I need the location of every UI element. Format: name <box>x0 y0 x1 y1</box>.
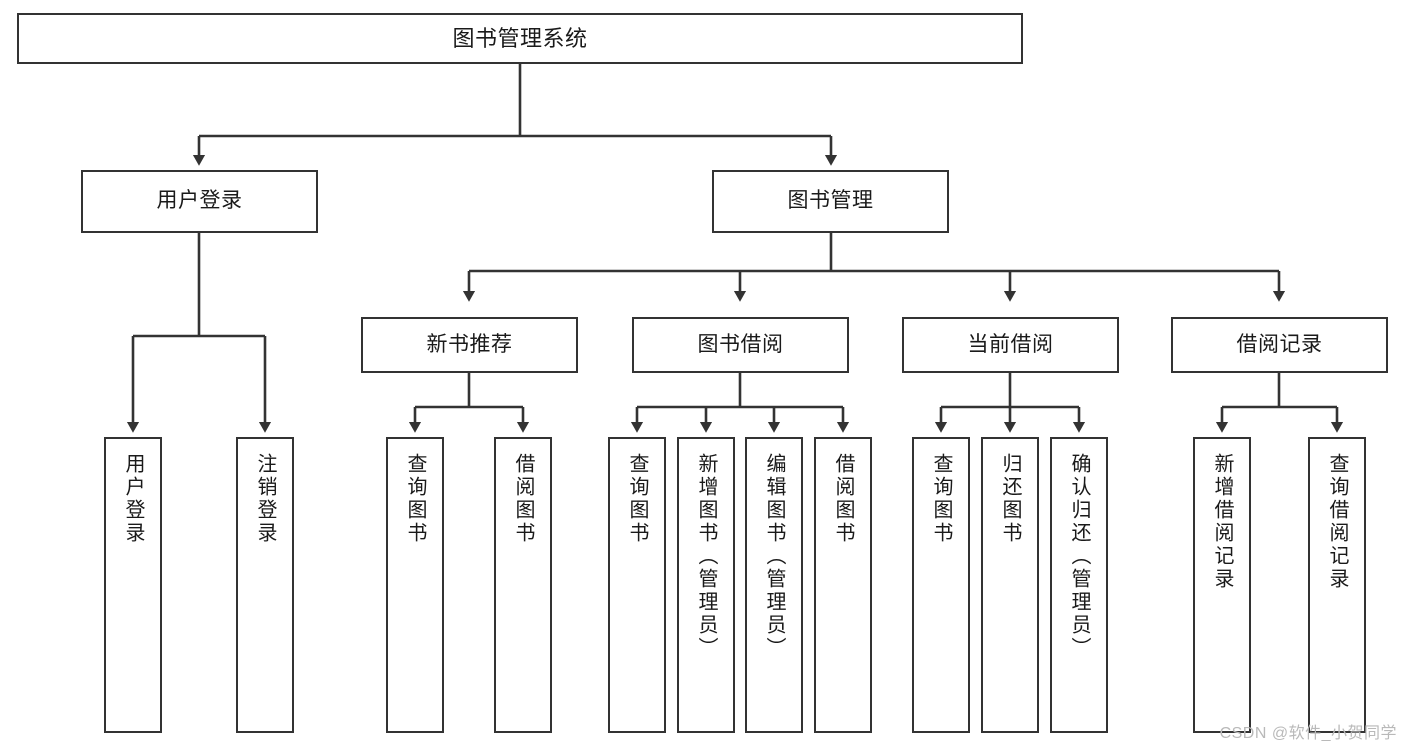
node-label: 归还图书 <box>999 453 1021 545</box>
leaf-user-login-logout[interactable]: 注销登录 <box>236 437 294 733</box>
node-label: 查询图书 <box>404 453 426 545</box>
node-label: 借阅记录 <box>1236 332 1323 356</box>
node-label: 借阅图书 <box>512 453 534 545</box>
node-borrow-record[interactable]: 借阅记录 <box>1171 317 1388 373</box>
node-label: 用户登录 <box>122 453 144 545</box>
node-current-borrow[interactable]: 当前借阅 <box>902 317 1119 373</box>
leaf-current-confirm-return-admin[interactable]: 确认归还（管理员） <box>1050 437 1108 733</box>
node-label: 确认归还（管理员） <box>1068 453 1090 660</box>
leaf-record-add-record[interactable]: 新增借阅记录 <box>1193 437 1251 733</box>
leaf-user-login-login[interactable]: 用户登录 <box>104 437 162 733</box>
node-root-system[interactable]: 图书管理系统 <box>17 13 1023 64</box>
node-label: 查询图书 <box>626 453 648 545</box>
leaf-recommend-borrow-book[interactable]: 借阅图书 <box>494 437 552 733</box>
node-label: 图书管理系统 <box>452 25 588 51</box>
node-label: 新增借阅记录 <box>1211 453 1233 591</box>
leaf-borrow-add-book-admin[interactable]: 新增图书（管理员） <box>677 437 735 733</box>
node-label: 查询借阅记录 <box>1326 453 1348 591</box>
leaf-borrow-edit-book-admin[interactable]: 编辑图书（管理员） <box>745 437 803 733</box>
leaf-current-return-book[interactable]: 归还图书 <box>981 437 1039 733</box>
node-label: 新书推荐 <box>426 332 513 356</box>
leaf-record-query-record[interactable]: 查询借阅记录 <box>1308 437 1366 733</box>
node-label: 编辑图书（管理员） <box>763 453 785 660</box>
node-label: 借阅图书 <box>832 453 854 545</box>
node-label: 注销登录 <box>254 453 276 545</box>
node-label: 用户登录 <box>156 189 243 213</box>
node-new-book-recommend[interactable]: 新书推荐 <box>361 317 578 373</box>
node-book-borrow[interactable]: 图书借阅 <box>632 317 849 373</box>
leaf-borrow-query-book[interactable]: 查询图书 <box>608 437 666 733</box>
leaf-recommend-query-book[interactable]: 查询图书 <box>386 437 444 733</box>
leaf-current-query-book[interactable]: 查询图书 <box>912 437 970 733</box>
node-label: 新增图书（管理员） <box>695 453 717 660</box>
leaf-borrow-borrow-book[interactable]: 借阅图书 <box>814 437 872 733</box>
node-label: 图书管理 <box>787 189 874 213</box>
node-user-login[interactable]: 用户登录 <box>81 170 318 233</box>
csdn-watermark: CSDN @软件_小贺同学 <box>1219 725 1397 742</box>
node-label: 图书借阅 <box>697 332 784 356</box>
node-label: 当前借阅 <box>967 332 1054 356</box>
node-book-management[interactable]: 图书管理 <box>712 170 949 233</box>
node-label: 查询图书 <box>930 453 952 545</box>
